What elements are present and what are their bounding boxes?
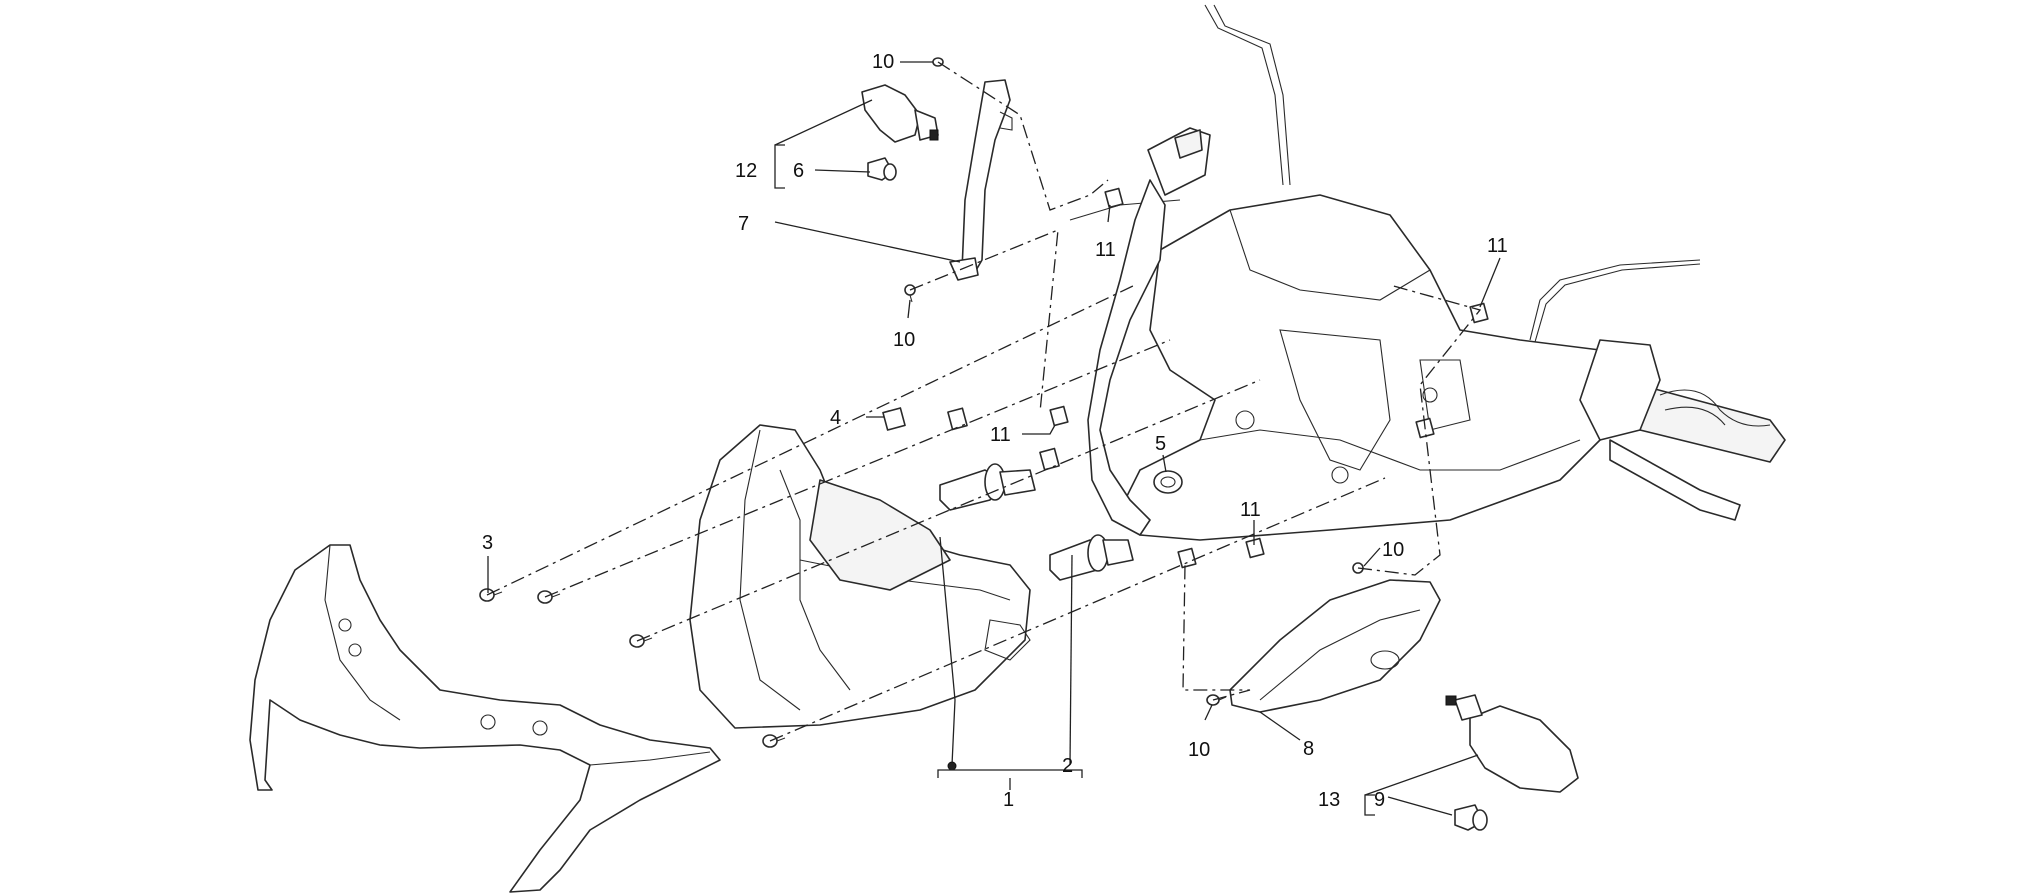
callout-7: 7 bbox=[738, 213, 749, 235]
bracket-1 bbox=[937, 769, 1083, 778]
bracket-13 bbox=[1364, 794, 1375, 816]
reference-dot bbox=[947, 761, 957, 771]
callout-11-mid: 11 bbox=[990, 424, 1011, 446]
handlebar-frame-assembly bbox=[1069, 4, 1786, 541]
callout-10-top: 10 bbox=[872, 51, 894, 73]
headlight-bulb-lower bbox=[1049, 534, 1134, 581]
callout-10-left: 10 bbox=[893, 329, 915, 351]
clip-11a bbox=[1104, 187, 1124, 209]
headlight-unit bbox=[689, 424, 1031, 729]
callout-3: 3 bbox=[482, 532, 493, 554]
clip-11b bbox=[1049, 405, 1069, 427]
assembly-lines bbox=[486, 61, 1482, 742]
brake-lever bbox=[1609, 439, 1741, 521]
callout-1: 1 bbox=[1003, 789, 1014, 811]
callout-11-right: 11 bbox=[1487, 235, 1508, 257]
front-cover-panel bbox=[249, 544, 721, 893]
callout-11-top: 11 bbox=[1095, 239, 1116, 261]
screw-3a bbox=[479, 588, 503, 602]
right-turn-indicator bbox=[1445, 694, 1579, 793]
headlight-bracket bbox=[1087, 179, 1166, 536]
callout-10-right: 10 bbox=[1382, 539, 1404, 561]
callout-13: 13 bbox=[1318, 789, 1340, 811]
left-turn-indicator bbox=[861, 84, 939, 143]
callout-5: 5 bbox=[1155, 433, 1166, 455]
right-grip bbox=[1639, 384, 1786, 463]
screw-10b bbox=[904, 284, 916, 303]
right-indicator-lens bbox=[1229, 579, 1441, 713]
leader-lines bbox=[487, 61, 1501, 816]
headlight-bulb-upper bbox=[939, 463, 1036, 511]
mirror-stem bbox=[1204, 4, 1284, 186]
screw-3d bbox=[762, 734, 786, 748]
callout-4: 4 bbox=[830, 407, 841, 429]
callout-8: 8 bbox=[1303, 738, 1314, 760]
hardware-clips bbox=[882, 187, 1489, 569]
clip-4 bbox=[882, 407, 906, 431]
grommet-5 bbox=[1153, 470, 1183, 494]
reflector-bowl bbox=[809, 479, 951, 591]
callout-10-bottom: 10 bbox=[1188, 739, 1210, 761]
left-indicator-bulb bbox=[867, 157, 897, 181]
callout-9: 9 bbox=[1374, 789, 1385, 811]
left-indicator-bracket bbox=[949, 79, 1013, 281]
right-switch-housing bbox=[1579, 339, 1661, 441]
clip-11c bbox=[1177, 547, 1197, 569]
handlebar-frame bbox=[1119, 194, 1621, 541]
brake-cable bbox=[1529, 259, 1701, 341]
screw-10d bbox=[1206, 694, 1227, 706]
right-indicator-bulb bbox=[1454, 804, 1488, 831]
bracket-12 bbox=[774, 144, 785, 189]
callout-6: 6 bbox=[793, 160, 804, 182]
callout-11-lower: 11 bbox=[1240, 499, 1261, 521]
callout-2: 2 bbox=[1062, 755, 1073, 777]
callout-labels: 1 2 3 4 5 6 7 8 9 10 10 10 10 11 11 11 1… bbox=[482, 51, 1508, 811]
callout-12: 12 bbox=[735, 160, 757, 182]
